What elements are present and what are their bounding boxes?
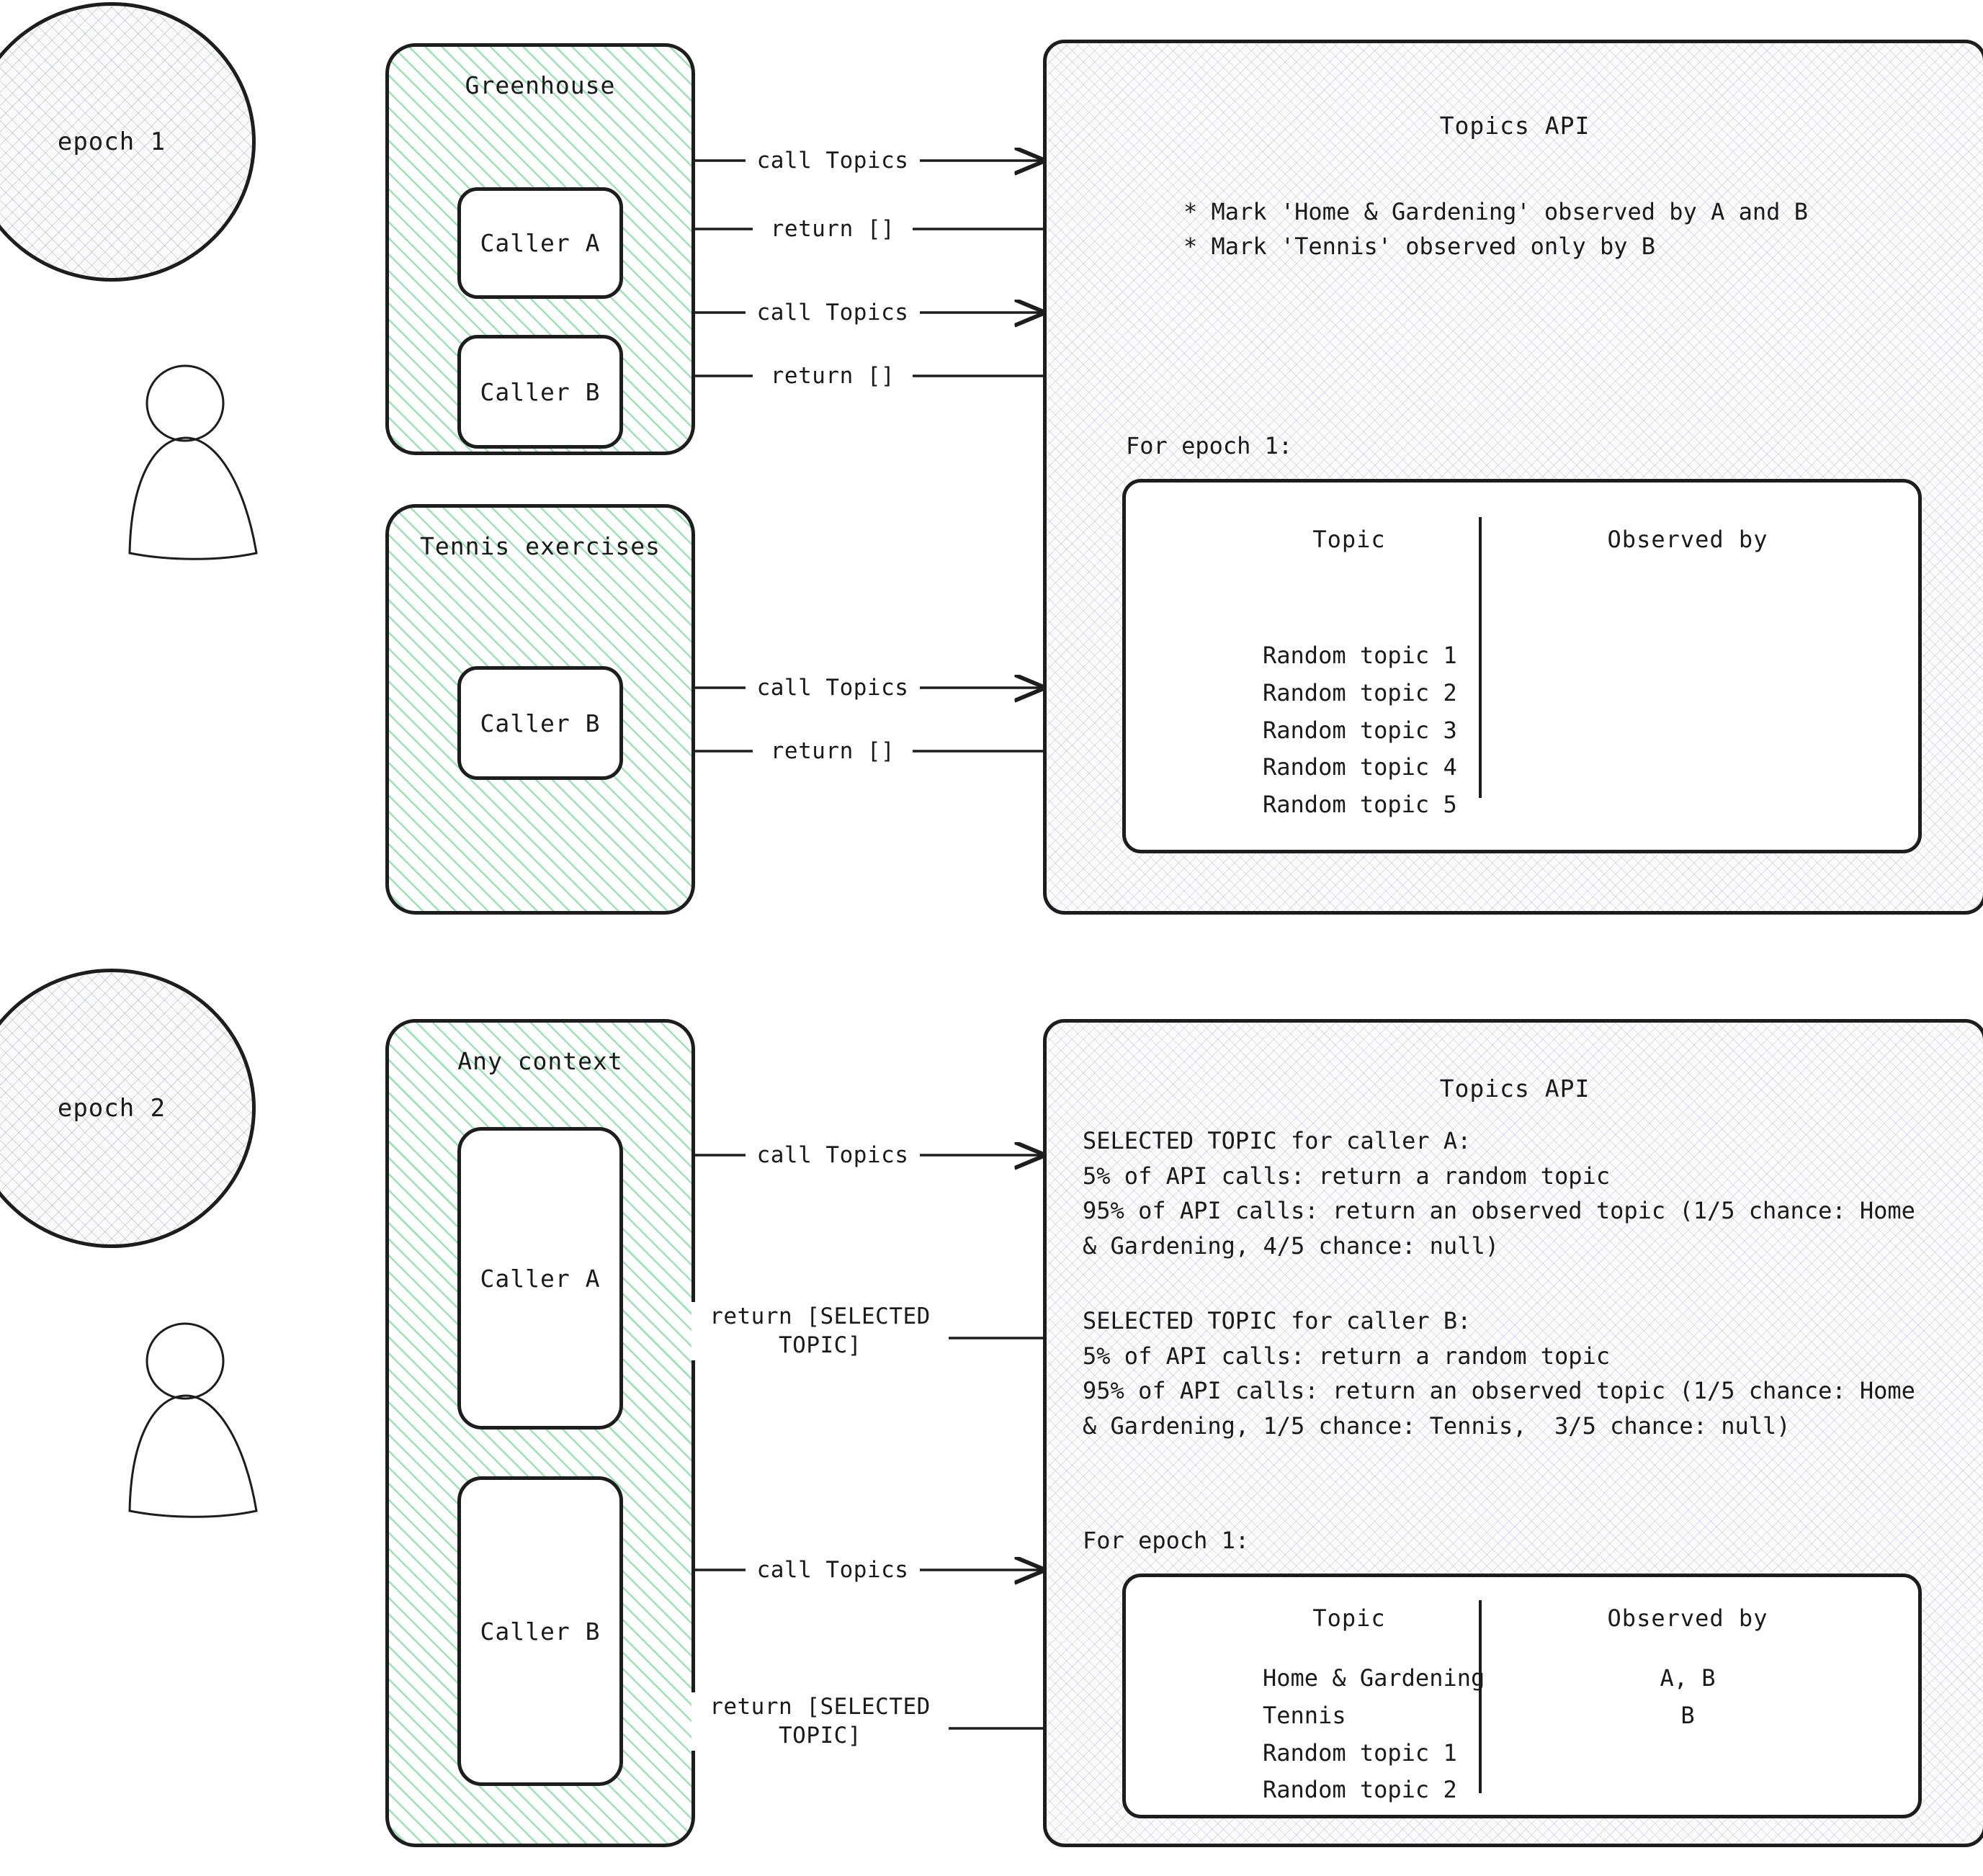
table-row: B	[1680, 1701, 1695, 1729]
caller-label: Caller B	[480, 1617, 601, 1646]
table-row	[1544, 1735, 1832, 1772]
api-title: Topics API	[1439, 112, 1590, 140]
table-row: Random topic 3	[1263, 1809, 1485, 1815]
table-row	[1544, 749, 1832, 786]
table-row: Random topic 1	[1263, 1738, 1457, 1767]
caller-box-b[interactable]: Caller B	[457, 1476, 623, 1786]
user-person-icon	[128, 364, 258, 560]
api-title: Topics API	[1439, 1074, 1590, 1103]
table-row: Random topic 4	[1263, 753, 1457, 781]
arrow-label-return-empty: return []	[753, 215, 913, 244]
table-divider	[1479, 517, 1482, 798]
api-rules-caller-b: SELECTED TOPIC for caller B: 5% of API c…	[1083, 1307, 1915, 1440]
arrow-label-call-topics: call Topics	[746, 673, 920, 703]
arrow-label-return-empty: return []	[753, 737, 913, 766]
db-caption: For epoch 1:	[1126, 432, 1293, 459]
epoch-bubble-label: epoch 1	[57, 127, 166, 156]
column-header-topic: Topic	[1312, 526, 1386, 553]
context-tennis-exercises: Tennis exercises Caller B	[385, 504, 695, 915]
api-bullet-1: * Mark 'Home & Gardening' observed by A …	[1183, 198, 1808, 225]
caller-box-b[interactable]: Caller B	[457, 335, 623, 449]
context-title: Any context	[457, 1047, 623, 1075]
table-row: A, B	[1660, 1664, 1716, 1692]
topics-api-panel-epoch1: Topics API * Mark 'Home & Gardening' obs…	[1043, 40, 1983, 915]
topics-api-panel-epoch2: Topics API SELECTED TOPIC for caller A: …	[1043, 1019, 1983, 1847]
table-row	[1544, 637, 1832, 675]
epoch-bubble-1: epoch 1	[0, 2, 256, 282]
arrow-label-call-topics: call Topics	[746, 298, 920, 328]
arrow-label-call-topics: call Topics	[746, 1556, 920, 1585]
table-row: Random topic 2	[1263, 678, 1457, 706]
caller-label: Caller B	[480, 377, 601, 406]
caller-label: Caller A	[480, 1264, 601, 1293]
caller-label: Caller A	[480, 229, 601, 257]
table-row	[1544, 786, 1832, 824]
arrow-label-call-topics: call Topics	[746, 1141, 920, 1170]
caller-box-a[interactable]: Caller A	[457, 1127, 623, 1430]
arrow-label-return-empty: return []	[753, 362, 913, 391]
caller-label: Caller B	[480, 709, 601, 737]
table-row: Random topic 2	[1263, 1776, 1457, 1804]
caller-box-a[interactable]: Caller A	[457, 187, 623, 299]
context-title: Greenhouse	[465, 71, 616, 99]
context-greenhouse: Greenhouse Caller A Caller B	[385, 43, 695, 455]
context-any-context: Any context Caller A Caller B	[385, 1019, 695, 1847]
arrow-label-return-selected-topic: return [SELECTED TOPIC]	[691, 1302, 949, 1360]
table-row: Home & Gardening	[1263, 1664, 1485, 1692]
arrow-label-call-topics: call Topics	[746, 146, 920, 176]
column-header-observed-by: Observed by	[1607, 1605, 1768, 1632]
user-person-icon	[128, 1322, 258, 1518]
api-rules-caller-a: SELECTED TOPIC for caller A: 5% of API c…	[1083, 1127, 1915, 1260]
topic-column-values: Home & Gardening Tennis Random topic 1 R…	[1263, 1660, 1485, 1815]
table-divider	[1479, 1600, 1482, 1793]
table-row	[1544, 675, 1832, 712]
observed-by-column-values: A, B B	[1544, 1660, 1832, 1815]
table-row: Tennis	[1263, 1701, 1346, 1729]
epoch-bubble-2: epoch 2	[0, 969, 256, 1248]
table-row: Random topic 1	[1263, 642, 1457, 669]
table-row: Random topic 3	[1263, 716, 1457, 744]
topics-table-card: Topic Observed by Random topic 1 Random …	[1122, 479, 1922, 853]
topic-column-values: Random topic 1 Random topic 2 Random top…	[1263, 637, 1457, 824]
table-row	[1544, 712, 1832, 750]
epoch-bubble-label: epoch 2	[57, 1094, 166, 1123]
api-bullet-2: * Mark 'Tennis' observed only by B	[1183, 233, 1656, 260]
caller-box-b[interactable]: Caller B	[457, 666, 623, 780]
table-row	[1544, 1772, 1832, 1809]
topics-table-card: Topic Observed by Home & Gardening Tenni…	[1122, 1574, 1922, 1818]
arrow-label-return-selected-topic: return [SELECTED TOPIC]	[691, 1692, 949, 1751]
observed-by-column-values	[1544, 637, 1832, 824]
table-row: Random topic 5	[1263, 791, 1457, 819]
db-caption: For epoch 1:	[1083, 1527, 1250, 1554]
column-header-observed-by: Observed by	[1607, 526, 1768, 553]
context-title: Tennis exercises	[420, 532, 661, 560]
column-header-topic: Topic	[1312, 1605, 1386, 1632]
table-row	[1544, 1809, 1832, 1815]
